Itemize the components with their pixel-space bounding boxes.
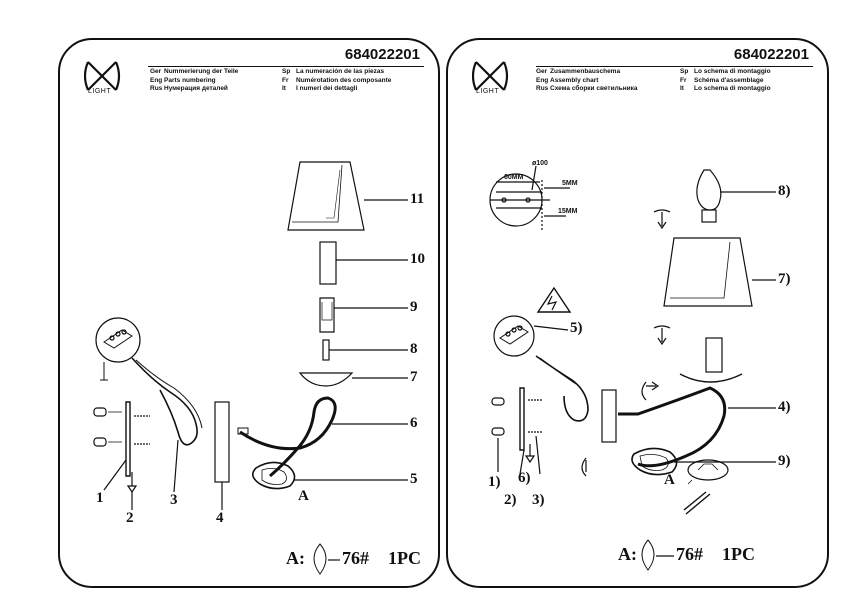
curved-arm-part (618, 386, 727, 468)
header-divider (148, 66, 424, 67)
hook-detail-bubble (687, 459, 729, 481)
rotate-arrow-icon (653, 209, 671, 230)
crystal-note-value: 76# (342, 548, 369, 568)
power-cable-part (131, 357, 198, 446)
callout-3: 3) (532, 492, 545, 508)
crystal-pendant-part (631, 447, 678, 476)
wall-plate-part (214, 401, 230, 483)
drip-cup-part (298, 372, 354, 387)
terminal-block-detail (95, 317, 141, 363)
callout-2: 2 (126, 510, 134, 526)
crystal-detail-icon (641, 539, 655, 571)
assembly-drawing (489, 165, 776, 571)
lampshade-part (287, 161, 365, 231)
curved-arm-part (239, 396, 337, 478)
wall-plate-part (601, 389, 617, 443)
rotate-arrow-icon (581, 457, 587, 477)
width-60mm-label: 60MM (504, 174, 524, 181)
electrical-warning-icon (536, 286, 572, 313)
brand-logo-icon (472, 61, 509, 91)
brand-logo-text: LIGHT (476, 88, 500, 95)
candle-bulb-part (696, 169, 722, 211)
width-15mm-label: 15MM (558, 208, 578, 215)
callout-7: 7) (778, 271, 791, 287)
callout-8: 8) (778, 183, 791, 199)
crystal-note-qty: 1PC (722, 544, 755, 564)
callout-5: 5) (570, 320, 583, 336)
callout-10: 10 (410, 251, 425, 267)
crystal-note-value: 76# (676, 544, 703, 564)
header-divider (536, 66, 813, 67)
crystal-detail-icon (313, 543, 327, 575)
brand-logo-text: LIGHT (88, 88, 112, 95)
mounting-bracket-part (519, 387, 525, 451)
installation-tool-part (683, 491, 711, 515)
callout-a: A (664, 472, 675, 488)
candle-sleeve-part (319, 241, 337, 285)
rotate-arrow-icon (653, 325, 671, 346)
width-5mm-label: 5MM (562, 180, 578, 187)
crystal-note-label: A: (286, 548, 305, 568)
crystal-note-qty: 1PC (388, 548, 421, 568)
terminal-block-detail (493, 315, 535, 357)
callout-a: A (298, 488, 309, 504)
rotate-arrow-icon (641, 381, 660, 401)
callout-8: 8 (410, 341, 418, 357)
callout-1: 1 (96, 490, 104, 506)
callout-1: 1) (488, 474, 501, 490)
lamp-socket-part (319, 297, 335, 333)
callout-9: 9 (410, 299, 418, 315)
callout-3: 3 (170, 492, 178, 508)
callout-6: 6 (410, 415, 418, 431)
callout-11: 11 (410, 191, 425, 207)
model-number: 684022201 (344, 46, 420, 63)
callout-2: 2) (504, 492, 517, 508)
callout-7: 7 (410, 369, 418, 385)
callout-4: 4) (778, 399, 791, 415)
lampshade-part (663, 237, 753, 307)
model-number: 684022201 (733, 46, 809, 63)
callout-6: 6) (518, 470, 531, 486)
mounting-bracket-part (125, 401, 131, 477)
brand-logo-icon (84, 61, 121, 91)
screw-part (524, 444, 536, 464)
callout-4: 4 (216, 510, 224, 526)
callout-5: 5 (410, 471, 418, 487)
drill-diameter-label: ø100 (532, 160, 548, 167)
threaded-nipple-part (322, 339, 330, 361)
crystal-note-label: A: (618, 544, 637, 564)
candle-sleeve-part (705, 337, 723, 373)
callout-9: 9) (778, 453, 791, 469)
exploded-parts-drawing (93, 161, 408, 575)
crystal-pendant-part (252, 461, 296, 490)
screw-part (126, 472, 138, 494)
power-cable-part (535, 355, 589, 422)
